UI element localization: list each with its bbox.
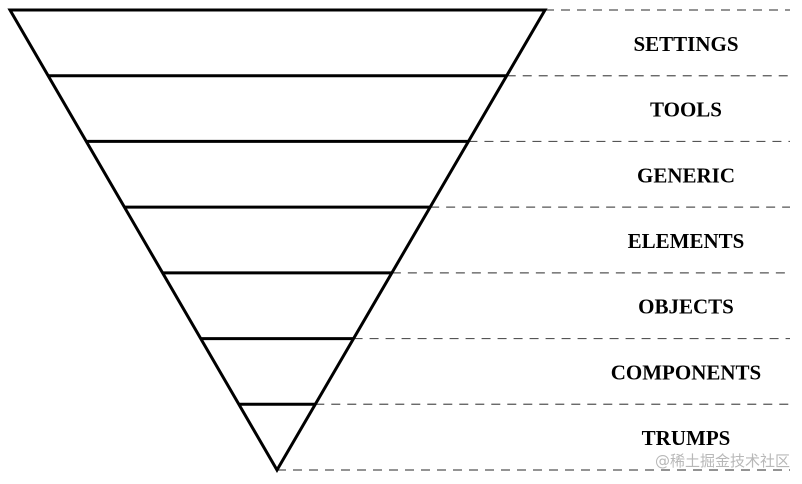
watermark-text: @稀土掘金技术社区	[655, 452, 790, 470]
layer-labels: SETTINGS TOOLS GENERIC ELEMENTS OBJECTS COMPO…	[611, 32, 762, 450]
layer-label-elements: ELEMENTS	[628, 229, 745, 253]
layer-label-trumps: TRUMPS	[642, 426, 731, 450]
layer-label-components: COMPONENTS	[611, 360, 762, 384]
layer-label-generic: GENERIC	[637, 163, 735, 187]
pyramid-outline	[7, 8, 548, 473]
layer-dividers	[48, 74, 507, 406]
layer-label-settings: SETTINGS	[633, 32, 738, 56]
layer-label-objects: OBJECTS	[638, 295, 734, 319]
layer-label-tools: TOOLS	[650, 98, 722, 122]
dashed-guide-lines	[277, 9, 790, 471]
